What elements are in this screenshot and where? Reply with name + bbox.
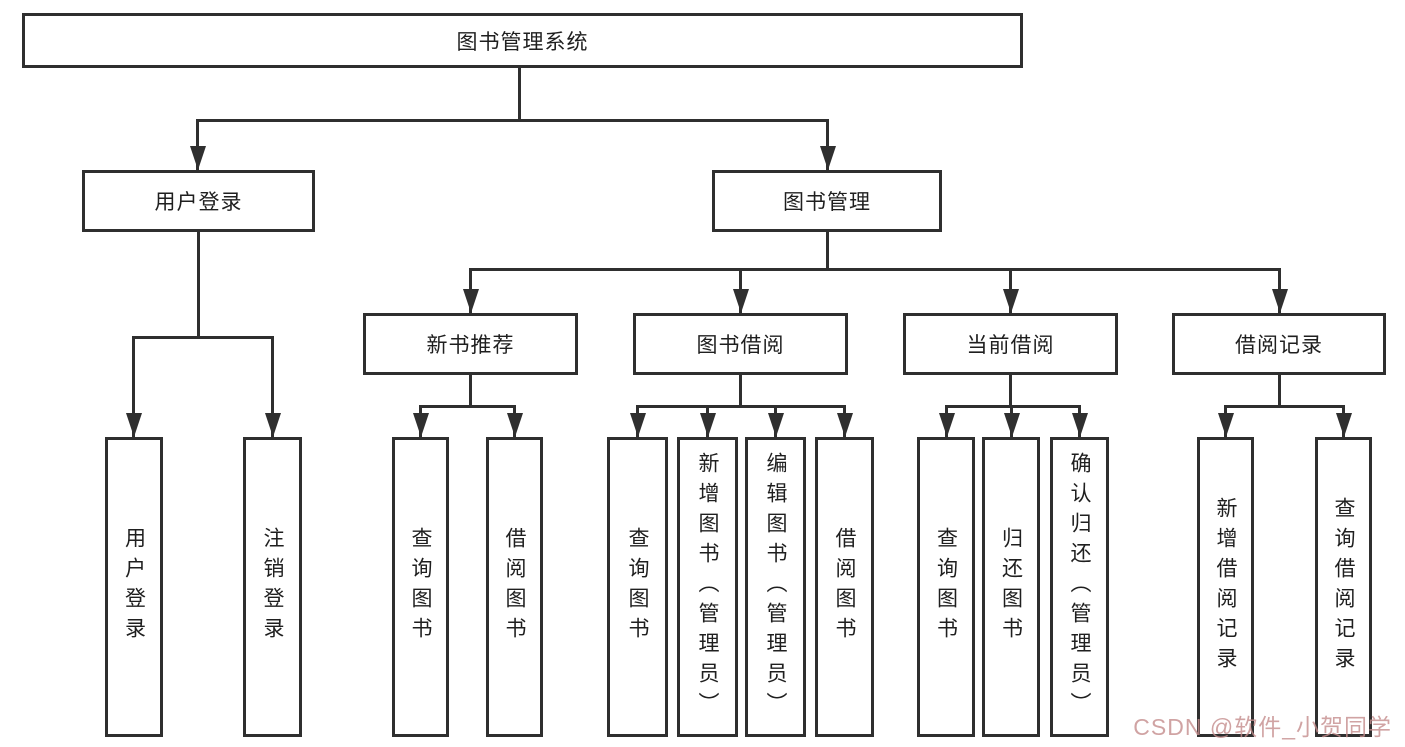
node-book-borrowing: 图书借阅: [633, 313, 848, 375]
node-label: 图书管理系统: [456, 30, 589, 54]
leaf-query-books-newbooks: 查询图书: [392, 437, 449, 737]
leaf-confirm-return-admin: 确认归还（管理员）: [1050, 437, 1109, 737]
connector-line: [739, 375, 742, 408]
arrowhead-down: [1224, 405, 1227, 437]
connector-line: [518, 68, 521, 121]
arrowhead-down: [271, 336, 274, 437]
arrowhead-down: [826, 119, 829, 170]
arrowhead-down: [419, 405, 422, 437]
connector-line: [419, 405, 516, 408]
connector-line: [132, 336, 274, 339]
leaf-query-books-borrowing: 查询图书: [607, 437, 668, 737]
leaf-borrow-books-newbooks: 借阅图书: [486, 437, 543, 737]
leaf-label: 查询图书: [626, 527, 649, 647]
arrowhead-down: [739, 268, 742, 313]
leaf-user-login: 用户登录: [105, 437, 163, 737]
node-book-management-system: 图书管理系统: [22, 13, 1023, 68]
leaf-label: 归还图书: [999, 527, 1023, 647]
connector-line: [196, 119, 829, 122]
arrowhead-down: [1078, 405, 1081, 437]
leaf-borrow-books-borrowing: 借阅图书: [815, 437, 874, 737]
arrowhead-down: [1010, 405, 1013, 437]
leaf-label: 确认归还（管理员）: [1068, 452, 1091, 722]
leaf-edit-books-admin: 编辑图书（管理员）: [745, 437, 806, 737]
leaf-label: 借阅图书: [833, 527, 856, 647]
arrowhead-down: [945, 405, 948, 437]
arrowhead-down: [1009, 268, 1012, 313]
node-label: 图书管理: [783, 191, 871, 214]
leaf-label: 注销登录: [261, 527, 284, 647]
leaf-return-books: 归还图书: [982, 437, 1040, 737]
node-new-book-recommendation: 新书推荐: [363, 313, 578, 375]
leaf-add-borrow-record: 新增借阅记录: [1197, 437, 1254, 737]
connector-line: [197, 232, 200, 339]
leaf-query-borrow-record: 查询借阅记录: [1315, 437, 1372, 737]
node-label: 当前借阅: [966, 334, 1055, 357]
leaf-label: 编辑图书（管理员）: [764, 452, 787, 722]
leaf-label: 查询图书: [934, 527, 958, 647]
connector-line: [469, 268, 1281, 271]
leaf-label: 用户登录: [122, 527, 146, 647]
connector-line: [636, 405, 846, 408]
node-user-login: 用户登录: [82, 170, 315, 232]
leaf-query-books-current: 查询图书: [917, 437, 975, 737]
leaf-logout: 注销登录: [243, 437, 302, 737]
arrowhead-down: [1342, 405, 1345, 437]
connector-line: [1224, 405, 1345, 408]
node-current-borrowing: 当前借阅: [903, 313, 1118, 375]
arrowhead-down: [774, 405, 777, 437]
leaf-label: 查询借阅记录: [1332, 497, 1355, 677]
node-label: 图书借阅: [696, 334, 785, 357]
node-book-management: 图书管理: [712, 170, 942, 232]
connector-line: [1278, 375, 1281, 408]
arrowhead-down: [196, 119, 199, 170]
arrowhead-down: [513, 405, 516, 437]
leaf-add-books-admin: 新增图书（管理员）: [677, 437, 738, 737]
arrowhead-down: [843, 405, 846, 437]
leaf-label: 借阅图书: [503, 527, 526, 647]
node-borrowing-records: 借阅记录: [1172, 313, 1386, 375]
leaf-label: 新增借阅记录: [1214, 497, 1237, 677]
arrowhead-down: [706, 405, 709, 437]
connector-line: [945, 405, 1081, 408]
arrowhead-down: [132, 336, 135, 437]
node-label: 借阅记录: [1235, 334, 1323, 357]
node-label: 用户登录: [154, 191, 243, 214]
arrowhead-down: [1278, 268, 1281, 313]
csdn-watermark: CSDN @软件_小贺同学: [1133, 714, 1392, 740]
leaf-label: 查询图书: [409, 527, 432, 647]
arrowhead-down: [469, 268, 472, 313]
arrowhead-down: [636, 405, 639, 437]
connector-line: [826, 232, 829, 271]
connector-line: [1009, 375, 1012, 408]
connector-line: [469, 375, 472, 408]
leaf-label: 新增图书（管理员）: [696, 452, 719, 722]
node-label: 新书推荐: [426, 334, 515, 357]
